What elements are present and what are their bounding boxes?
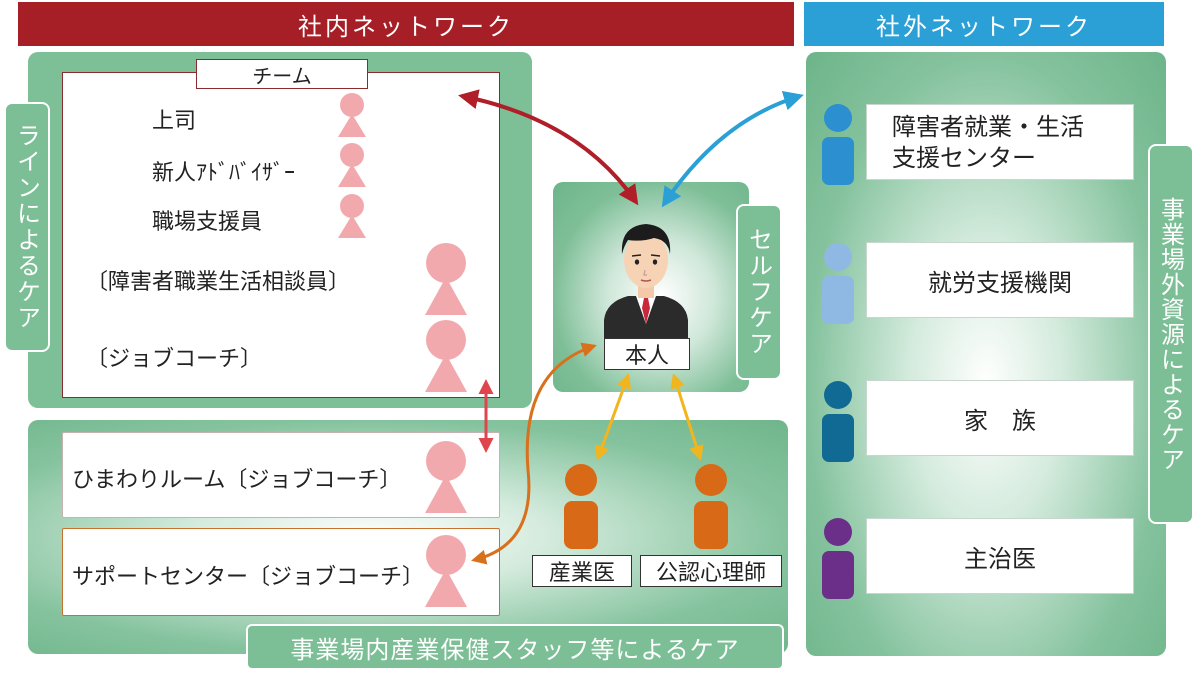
resource-box-employment-center (866, 104, 1134, 180)
support-center-label: サポートセンター〔ジョブコーチ〕 (72, 565, 425, 590)
internal-network-title: 社内ネットワーク (298, 12, 514, 41)
self-label: 本人 (624, 344, 669, 369)
line-care-label: ラインによるケア (12, 123, 41, 331)
resource-employment-center-line1: 障害者就業・生活 (892, 113, 1084, 141)
self-label-box: 本人 (604, 338, 690, 370)
internal-network-header: 社内ネットワーク (18, 2, 794, 46)
himawari-room-label: ひまわりルーム〔ジョブコーチ〕 (72, 468, 402, 493)
resource-employment-center-line2: 支援センター (892, 144, 1036, 172)
psychologist-person-icon (694, 464, 728, 549)
member-advisor: 新人ｱﾄﾞﾊﾞｲｻﾞｰ (152, 161, 296, 186)
member-boss: 上司 (152, 109, 197, 134)
person-icon-support-staff (338, 194, 366, 238)
self-care-label: セルフケア (744, 227, 773, 357)
resource-box-work-support: 就労支援機関 (866, 242, 1134, 318)
support-center-box (62, 528, 500, 616)
line-care-tab: ラインによるケア (4, 102, 50, 352)
resource-doctor-label: 主治医 (964, 544, 1036, 573)
person-icon-family (822, 381, 854, 462)
external-care-tab: 事業場外資源によるケア (1148, 144, 1194, 524)
person-icon-advisor (338, 143, 366, 187)
external-network-title: 社外ネットワーク (876, 12, 1092, 41)
external-care-label: 事業場外資源によるケア (1156, 196, 1185, 472)
doctor-label: 産業医 (548, 561, 615, 586)
member-counselor: 〔障害者職業生活相談員〕 (86, 270, 351, 295)
staff-care-title: 事業場内産業保健スタッフ等によるケア (290, 635, 740, 664)
resource-box-family: 家 族 (866, 380, 1134, 456)
resource-box-doctor: 主治医 (866, 518, 1134, 594)
team-label: チーム (252, 63, 312, 88)
staff-care-title-box: 事業場内産業保健スタッフ等によるケア (246, 624, 784, 670)
member-job-coach: 〔ジョブコーチ〕 (86, 347, 263, 372)
person-icon-job-coach (425, 320, 467, 392)
self-person-icon (604, 224, 688, 344)
person-icon-attending-doctor (822, 518, 854, 599)
person-icon-support-center (425, 535, 467, 607)
person-icon-boss (338, 93, 366, 137)
external-network-header: 社外ネットワーク (804, 2, 1164, 46)
self-care-tab: セルフケア (736, 204, 782, 380)
person-icon-counselor (425, 243, 467, 315)
psychologist-label: 公認心理師 (655, 561, 766, 586)
person-icon-work-support (822, 243, 854, 324)
doctor-label-box: 産業医 (532, 555, 632, 587)
member-support-staff: 職場支援員 (152, 210, 263, 235)
doctor-person-icon (564, 464, 598, 549)
person-icon-himawari (425, 441, 467, 513)
resource-work-support-label: 就労支援機関 (928, 268, 1072, 297)
resource-family-label: 家 族 (964, 406, 1036, 435)
himawari-room-box (62, 432, 500, 518)
team-label-box: チーム (196, 59, 368, 89)
person-icon-employment-center (822, 104, 854, 185)
psychologist-label-box: 公認心理師 (640, 555, 782, 587)
